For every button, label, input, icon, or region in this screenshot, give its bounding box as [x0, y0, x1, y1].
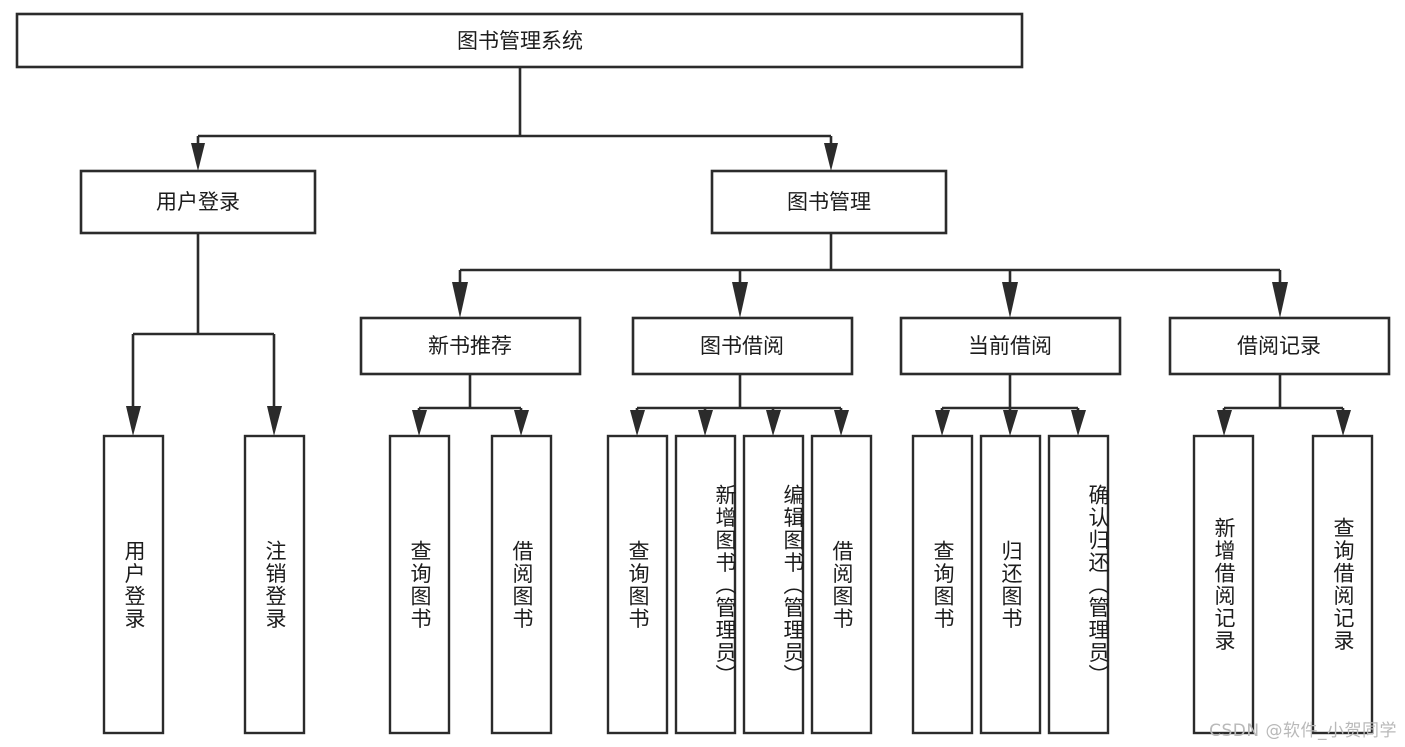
node-root[interactable]: 图书管理系统 [15, 12, 1024, 69]
node-current-borrow-label: 当前借阅 [968, 334, 1052, 358]
leaf-box-newbook-borrow-book[interactable] [490, 434, 553, 735]
node-current-borrow[interactable]: 当前借阅 [899, 316, 1122, 376]
leaf-box-newbook-query-book[interactable] [388, 434, 451, 735]
arrow-borrowrecord-leaf-1 [1217, 410, 1232, 436]
arrow-currentborrow-leaf-1 [935, 410, 950, 436]
arrow-bookborrow-leaf-2 [698, 410, 713, 436]
leaf-box-borrowrecord-add-record[interactable] [1192, 434, 1255, 735]
arrow-bookborrow-leaf-3 [766, 410, 781, 436]
leaf-box-logout[interactable] [243, 434, 306, 735]
leaf-box-currentborrow-return-book[interactable] [979, 434, 1042, 735]
arrow-bookborrow-leaf-4 [834, 410, 849, 436]
connector-layer [126, 67, 1351, 436]
arrow-to-book-manage [824, 143, 838, 171]
leaf-box-currentborrow-confirm-return[interactable] [1047, 434, 1110, 735]
leaf-box-currentborrow-query-book[interactable] [911, 434, 974, 735]
arrow-to-book-borrow [732, 282, 748, 318]
arrow-to-user-login [191, 143, 205, 171]
leaf-box-user-login[interactable] [102, 434, 165, 735]
node-root-box[interactable] [15, 12, 1024, 69]
node-user-login[interactable]: 用户登录 [79, 169, 317, 235]
arrow-bookborrow-leaf-1 [630, 410, 645, 436]
arrow-borrowrecord-leaf-2 [1336, 410, 1351, 436]
node-book-borrow[interactable]: 图书借阅 [631, 316, 854, 376]
node-borrow-record[interactable]: 借阅记录 [1168, 316, 1391, 376]
node-current-borrow-box[interactable] [899, 316, 1122, 376]
arrow-newbook-leaf-1 [412, 410, 427, 436]
node-user-login-box[interactable] [79, 169, 317, 235]
node-user-login-label: 用户登录 [156, 190, 240, 214]
arrow-newbook-leaf-2 [514, 410, 529, 436]
node-root-label: 图书管理系统 [457, 29, 583, 53]
leaf-box-bookborrow-add-book[interactable] [674, 434, 737, 735]
arrow-currentborrow-leaf-3 [1071, 410, 1086, 436]
node-borrow-record-label: 借阅记录 [1237, 334, 1321, 358]
leaf-box-layer [102, 434, 1374, 735]
arrow-to-new-book [452, 282, 468, 318]
node-book-manage[interactable]: 图书管理 [710, 169, 948, 235]
leaf-box-bookborrow-borrow-book[interactable] [810, 434, 873, 735]
node-book-borrow-label: 图书借阅 [700, 334, 784, 358]
leaf-box-borrowrecord-query-record[interactable] [1311, 434, 1374, 735]
node-book-borrow-box[interactable] [631, 316, 854, 376]
node-book-manage-label: 图书管理 [787, 190, 871, 214]
arrow-to-borrow-record [1272, 282, 1288, 318]
node-borrow-record-box[interactable] [1168, 316, 1391, 376]
csdn-watermark: CSDN @软件_小贺同学 [1209, 721, 1397, 741]
node-new-book-recommend-label: 新书推荐 [428, 334, 512, 358]
node-new-book-recommend[interactable]: 新书推荐 [359, 316, 582, 376]
leaf-box-bookborrow-edit-book[interactable] [742, 434, 805, 735]
arrow-to-leaf-logout [267, 406, 282, 436]
arrow-currentborrow-leaf-2 [1003, 410, 1018, 436]
node-new-book-recommend-box[interactable] [359, 316, 582, 376]
node-book-manage-box[interactable] [710, 169, 948, 235]
arrow-to-leaf-user-login [126, 406, 141, 436]
arrow-to-current-borrow [1002, 282, 1018, 318]
leaf-box-bookborrow-query-book[interactable] [606, 434, 669, 735]
